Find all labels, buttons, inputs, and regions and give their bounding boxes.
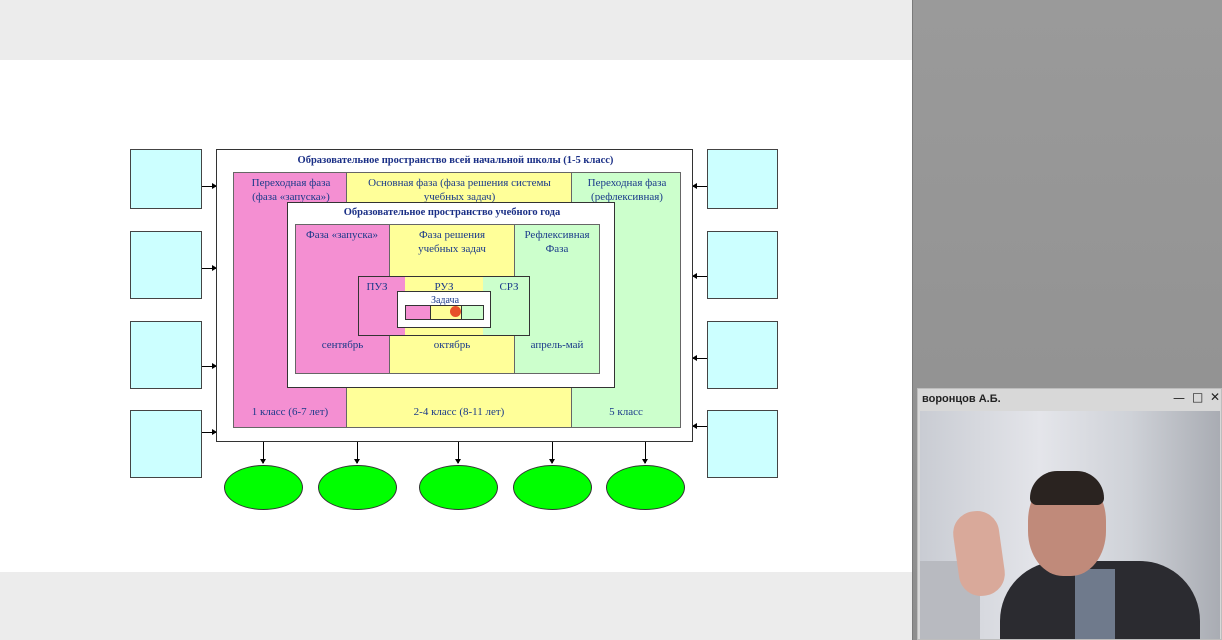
task-strip-pink	[406, 306, 430, 319]
maximize-icon[interactable]: □	[1192, 390, 1204, 404]
month3-label: апрель-май	[530, 339, 584, 351]
webcam-title: воронцов А.Б.	[922, 393, 1001, 405]
slide: Образовательное пространство всей началь…	[0, 60, 912, 572]
result-oval-2	[318, 465, 397, 510]
arrow-left-1	[202, 183, 217, 189]
arrow-down-3	[455, 442, 461, 464]
result-oval-4	[513, 465, 592, 510]
month2-label: октябрь	[433, 339, 471, 351]
srz-label: СРЗ	[499, 281, 519, 293]
cursor-dot	[450, 306, 461, 317]
solving-phase-label: Фаза решения учебных задач	[418, 229, 486, 255]
grade2-label: 2-4 класс (8-11 лет)	[413, 406, 505, 418]
arrow-right-4	[692, 423, 707, 429]
arrow-right-1	[692, 183, 707, 189]
arrow-left-3	[202, 363, 217, 369]
left-box-3	[130, 321, 202, 389]
arrow-down-5	[642, 442, 648, 464]
task-strip	[405, 305, 484, 320]
webcam-window[interactable]: воронцов А.Б. — □ ✕	[917, 388, 1222, 640]
launch-phase-label: Фаза «запуска»	[306, 229, 378, 241]
right-box-1	[707, 149, 778, 209]
left-box-2	[130, 231, 202, 299]
right-box-2	[707, 231, 778, 299]
task-frame: Задача	[397, 291, 491, 328]
arrow-down-2	[354, 442, 360, 464]
result-oval-5	[606, 465, 685, 510]
puz-label: ПУЗ	[366, 281, 388, 293]
arrow-down-1	[260, 442, 266, 464]
person-shirt	[1075, 569, 1115, 639]
arrow-left-2	[202, 265, 217, 271]
arrow-right-2	[692, 273, 707, 279]
webcam-video	[920, 411, 1220, 639]
inner-title: Образовательное пространство учебного го…	[343, 207, 561, 218]
person-hair	[1030, 471, 1104, 505]
phase2-label: Основная фаза (фаза решения системы учеб…	[368, 177, 551, 203]
right-box-3	[707, 321, 778, 389]
arrow-down-4	[549, 442, 555, 464]
result-oval-1	[224, 465, 303, 510]
arrow-left-4	[202, 429, 217, 435]
inner-frame: Образовательное пространство учебного го…	[287, 202, 615, 388]
close-icon[interactable]: ✕	[1210, 390, 1221, 404]
month1-label: сентябрь	[321, 339, 364, 351]
arrow-right-3	[692, 355, 707, 361]
left-box-4	[130, 410, 202, 478]
grade1-label: 1 класс (6-7 лет)	[251, 406, 329, 418]
task-label: Задача	[430, 295, 460, 306]
minimize-icon[interactable]: —	[1173, 391, 1185, 405]
grade3-label: 5 класс	[609, 406, 643, 418]
phase3-label: Переходная фаза (рефлексивная)	[587, 177, 667, 203]
left-box-1	[130, 149, 202, 209]
ruz-label: РУЗ	[434, 281, 454, 293]
reflexive-phase-label: Рефлексивная Фаза	[524, 229, 590, 255]
task-cycle-frame: ПУЗ РУЗ СРЗ Задача	[358, 276, 530, 336]
outer-title: Образовательное пространство всей началь…	[297, 155, 614, 166]
result-oval-3	[419, 465, 498, 510]
right-box-4	[707, 410, 778, 478]
task-strip-green	[462, 306, 483, 319]
phase1-label: Переходная фаза (фаза «запуска»)	[251, 177, 331, 203]
outer-frame: Образовательное пространство всей началь…	[216, 149, 693, 442]
